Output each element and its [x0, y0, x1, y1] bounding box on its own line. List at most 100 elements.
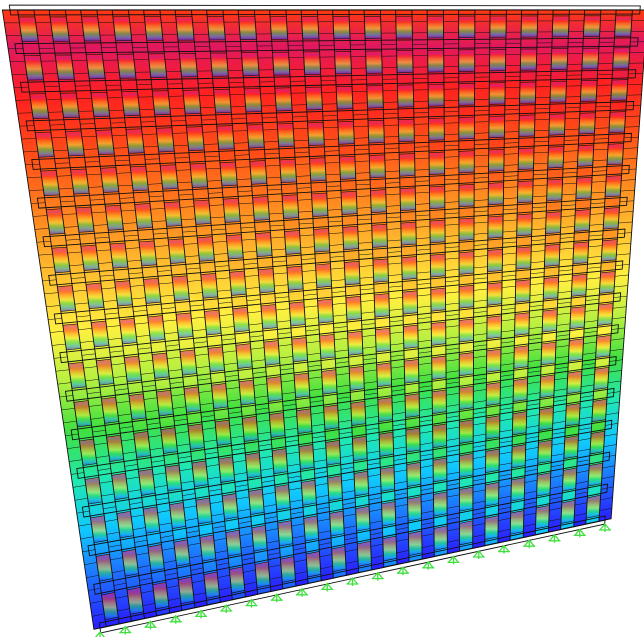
wall-panel [433, 525, 449, 551]
column-mesh-line [78, 328, 92, 330]
column-mesh-line [524, 469, 538, 472]
column-mesh-line [528, 326, 543, 329]
column-mesh-line [447, 528, 460, 532]
column-mesh-line [388, 274, 403, 276]
column-mesh-line [235, 484, 249, 488]
column-mesh-line [356, 195, 371, 197]
column-mesh-line [563, 161, 578, 163]
column-mesh-line [103, 506, 116, 510]
column-mesh-line [80, 536, 94, 540]
column-mesh-line [116, 172, 131, 174]
column-mesh-line [256, 419, 270, 423]
column-mesh-line [355, 160, 370, 162]
column-mesh-line [534, 130, 550, 132]
wall-panel [457, 82, 476, 106]
column-mesh-line [583, 331, 598, 334]
column-mesh-line [198, 390, 213, 393]
wall-panel [290, 337, 309, 363]
column-mesh-line [608, 370, 622, 373]
wall-panel [487, 148, 506, 172]
column-mesh-line [317, 518, 330, 522]
wall-panel [367, 119, 386, 144]
column-mesh-line [201, 415, 215, 418]
column-mesh-line [582, 352, 596, 355]
column-mesh-line [157, 510, 171, 513]
column-mesh-line [267, 552, 281, 556]
column-mesh-line [387, 251, 402, 253]
column-mesh-line [280, 368, 294, 371]
column-mesh-line [51, 343, 66, 346]
support-pin-icon [447, 555, 460, 565]
column-mesh-line [216, 277, 230, 280]
column-mesh-line [288, 475, 301, 479]
wall-panel [516, 180, 535, 204]
column-mesh-line [205, 452, 219, 455]
floor-beam [42, 196, 628, 248]
column-mesh-line [324, 138, 339, 140]
wall-panel [343, 260, 361, 286]
column-mesh-line [96, 249, 111, 252]
column-mesh-line [310, 400, 324, 403]
column-mesh-line [131, 297, 146, 300]
column-mesh-line [421, 499, 434, 503]
column-mesh-line [446, 415, 460, 419]
column-mesh-line [421, 522, 434, 526]
column-mesh-line [134, 539, 148, 543]
column-mesh-line [209, 204, 224, 206]
column-mesh-line [154, 245, 169, 247]
wall-panel [561, 467, 578, 492]
wall-panel [517, 114, 536, 137]
wall-panel [510, 477, 526, 502]
column-mesh-line [245, 287, 260, 289]
wall-panel [534, 504, 551, 530]
column-mesh-line [69, 264, 84, 267]
column-mesh-line [501, 330, 515, 333]
column-mesh-line [500, 396, 514, 399]
column-mesh-line [247, 311, 262, 314]
wall-panel [428, 151, 446, 176]
wall-panel [398, 153, 416, 177]
column-mesh-line [150, 208, 165, 210]
wall-panel [322, 404, 340, 431]
wall-panel [515, 246, 533, 270]
wall-panel [336, 120, 356, 145]
wall-panel [349, 400, 367, 427]
column-mesh-line [236, 178, 252, 180]
wall-panel [512, 345, 530, 370]
column-mesh-line [300, 246, 315, 249]
support-pin-icon [599, 522, 611, 532]
column-mesh-line [499, 462, 512, 466]
column-mesh-line [343, 525, 357, 529]
column-mesh-line [187, 542, 201, 546]
column-mesh-line [583, 341, 597, 344]
floor-beam [53, 260, 624, 325]
column-mesh-line [103, 300, 117, 302]
column-mesh-line [248, 323, 263, 326]
column-mesh-line [274, 284, 289, 287]
column-mesh-line [320, 566, 333, 570]
column-mesh-line [308, 376, 322, 379]
column-mesh-line [69, 459, 83, 462]
wall-panel [373, 293, 391, 318]
column-mesh-line [363, 369, 377, 372]
column-mesh-line [532, 206, 547, 209]
column-mesh-line [353, 125, 369, 127]
column-mesh-line [217, 574, 230, 578]
column-mesh-line [185, 518, 198, 521]
wall-panel [273, 87, 294, 112]
column-mesh-line [183, 243, 198, 245]
column-mesh-line [606, 401, 620, 405]
column-mesh-line [236, 496, 250, 500]
column-mesh-line [112, 570, 125, 573]
column-mesh-line [366, 450, 380, 454]
column-mesh-line [612, 317, 626, 320]
wall-panel [302, 51, 322, 75]
wall-panel [354, 505, 371, 532]
column-mesh-line [498, 517, 511, 521]
column-mesh-line [360, 300, 375, 302]
column-mesh-line [32, 215, 48, 217]
wall-panel [326, 475, 344, 502]
column-mesh-line [418, 351, 432, 354]
column-mesh-line [101, 287, 116, 290]
